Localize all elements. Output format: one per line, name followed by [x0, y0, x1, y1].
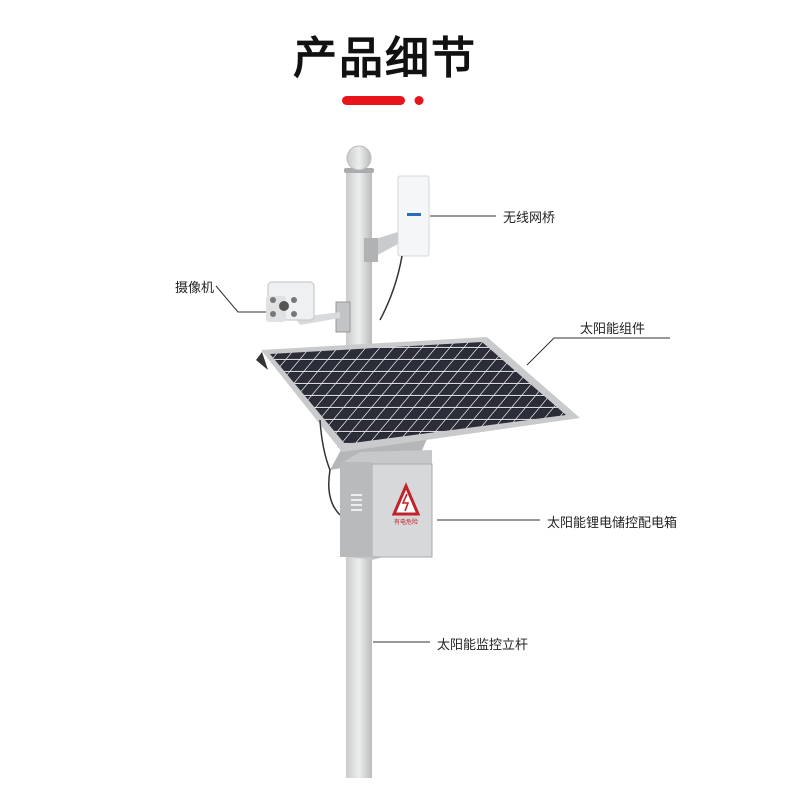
label-solar-panel: 太阳能组件 — [580, 322, 646, 337]
label-control-box: 太阳能锂电储控配电箱 — [547, 516, 678, 531]
page-title: 产品细节 — [293, 33, 477, 84]
pole-top-ball — [346, 145, 372, 171]
control-box: 有电危险 — [340, 450, 433, 560]
camera — [266, 281, 351, 333]
label-camera: 摄像机 — [175, 281, 215, 296]
label-pole: 太阳能监控立杆 — [437, 638, 529, 653]
wireless-bridge — [364, 175, 430, 321]
solar-panel — [256, 337, 580, 516]
title-accent-bar — [342, 96, 405, 105]
leader-lines — [215, 215, 670, 643]
title-accent-dot — [414, 96, 424, 105]
box-warning-text: 有电危险 — [394, 518, 418, 526]
label-wireless-bridge: 无线网桥 — [503, 211, 556, 226]
warning-triangle-icon — [391, 482, 421, 516]
